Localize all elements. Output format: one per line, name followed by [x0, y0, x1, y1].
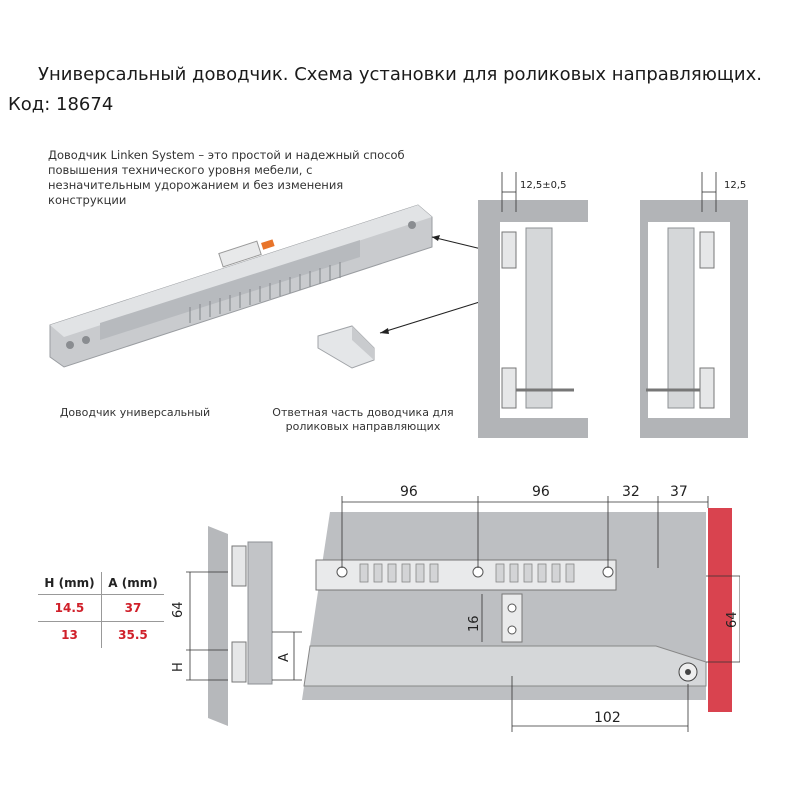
table-header-h: H (mm): [38, 572, 102, 595]
front-panel: [708, 508, 732, 712]
side-dim-h: H: [172, 662, 186, 672]
table-cell-a-1: 37: [101, 594, 164, 622]
dim-64-right: 64: [725, 611, 740, 628]
dim-102: 102: [594, 710, 621, 726]
product-code: Код: 18674: [8, 94, 114, 115]
dimension-table: H (mm) A (mm) 14.5 37 13 35.5: [38, 572, 164, 648]
cross-section-left-dim: 12,5±0,5: [520, 180, 567, 191]
closer-caption: Доводчик универсальный: [59, 406, 211, 419]
cross-section-right-dim: 12,5: [724, 180, 746, 191]
closer-illustration: [49, 204, 433, 368]
installation-diagram: 96 96 32 37 16 102 64: [302, 484, 740, 732]
dim-96-first: 96: [400, 484, 418, 500]
table-cell-a-2: 35.5: [118, 628, 148, 642]
table-cell-h-1: 14.5: [38, 594, 102, 622]
cross-section-right: 12,5: [640, 172, 748, 438]
dim-32: 32: [622, 484, 640, 500]
side-dim-a: A: [277, 653, 292, 662]
side-section-view: 64 H A: [172, 526, 302, 726]
counterpart-illustration: [317, 325, 375, 369]
table-header-a: A (mm): [101, 572, 164, 595]
counterpart-caption: Ответная часть доводчика для роликовых н…: [272, 406, 454, 433]
dim-96-second: 96: [532, 484, 550, 500]
dim-16: 16: [467, 615, 482, 632]
product-description: Доводчик Linken System – это простой и н…: [48, 148, 405, 207]
side-dim-64: 64: [172, 601, 186, 618]
cross-section-left: 12,5±0,5: [478, 172, 588, 438]
dim-37: 37: [670, 484, 688, 500]
page-title: Универсальный доводчик. Схема установки …: [38, 64, 762, 85]
table-cell-h-2: 13: [38, 621, 102, 648]
